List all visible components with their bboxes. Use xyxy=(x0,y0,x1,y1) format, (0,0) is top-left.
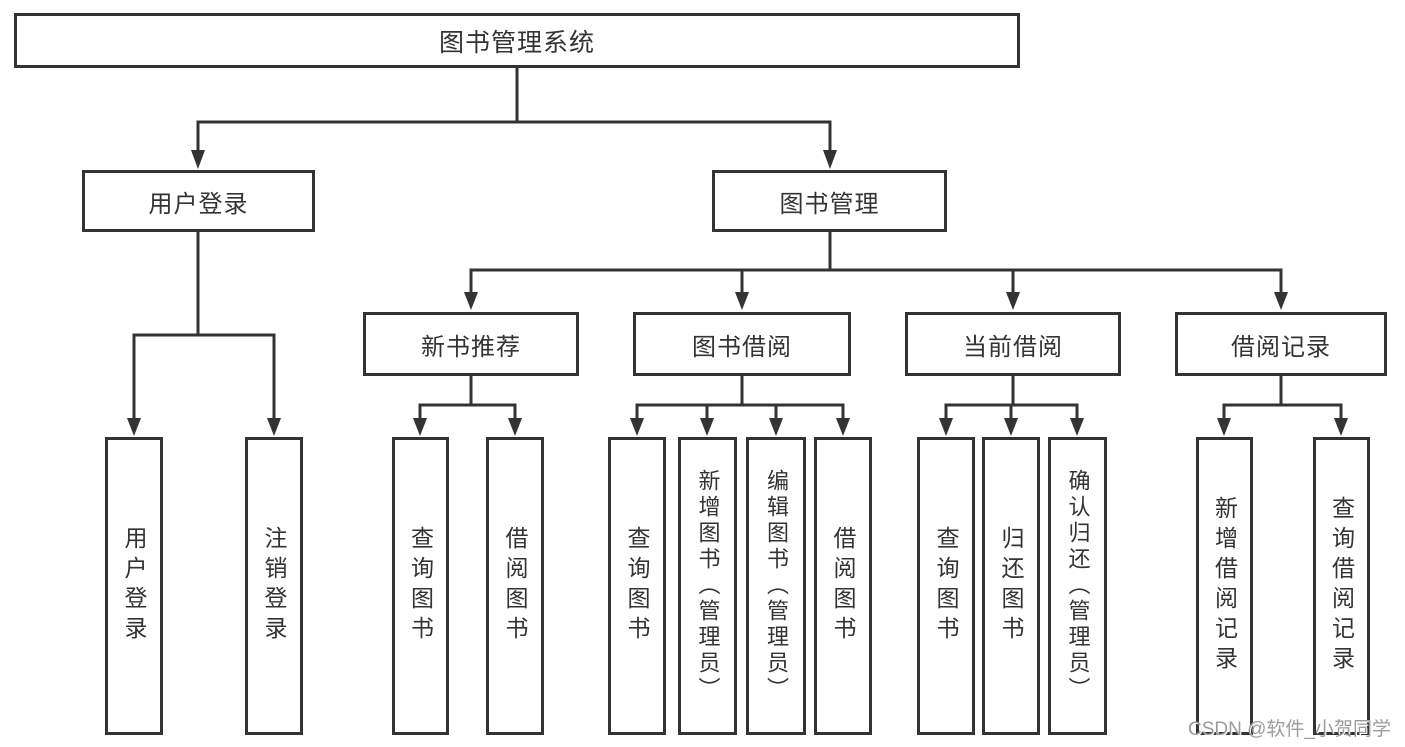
leaf-query-books-borrowing: 查询图书 xyxy=(608,437,666,735)
leaf-query-books-recommend: 查询图书 xyxy=(392,437,449,735)
node-book-management-system: 图书管理系统 xyxy=(14,13,1020,68)
leaf-confirm-return-admin: 确认归还（管理员） xyxy=(1048,437,1107,735)
node-current-borrowing: 当前借阅 xyxy=(905,312,1121,376)
leaf-query-borrow-record: 查询借阅记录 xyxy=(1313,437,1370,735)
leaf-return-book: 归还图书 xyxy=(982,437,1040,735)
leaf-add-borrow-record: 新增借阅记录 xyxy=(1196,437,1253,735)
node-book-borrowing: 图书借阅 xyxy=(633,312,851,376)
leaf-add-book-admin: 新增图书（管理员） xyxy=(678,437,737,735)
node-borrowing-records: 借阅记录 xyxy=(1175,312,1387,376)
leaf-user-login: 用户登录 xyxy=(105,437,163,735)
leaf-borrow-books-recommend: 借阅图书 xyxy=(486,437,544,735)
node-new-book-recommendation: 新书推荐 xyxy=(363,312,579,376)
csdn-watermark: CSDN @软件_小贺同学 xyxy=(1188,719,1391,740)
leaf-query-books-current: 查询图书 xyxy=(917,437,975,735)
leaf-edit-book-admin: 编辑图书（管理员） xyxy=(746,437,806,735)
leaf-logout: 注销登录 xyxy=(245,437,303,735)
leaf-borrow-books-borrowing: 借阅图书 xyxy=(814,437,872,735)
node-book-management: 图书管理 xyxy=(712,170,947,232)
node-user-login: 用户登录 xyxy=(82,170,315,232)
